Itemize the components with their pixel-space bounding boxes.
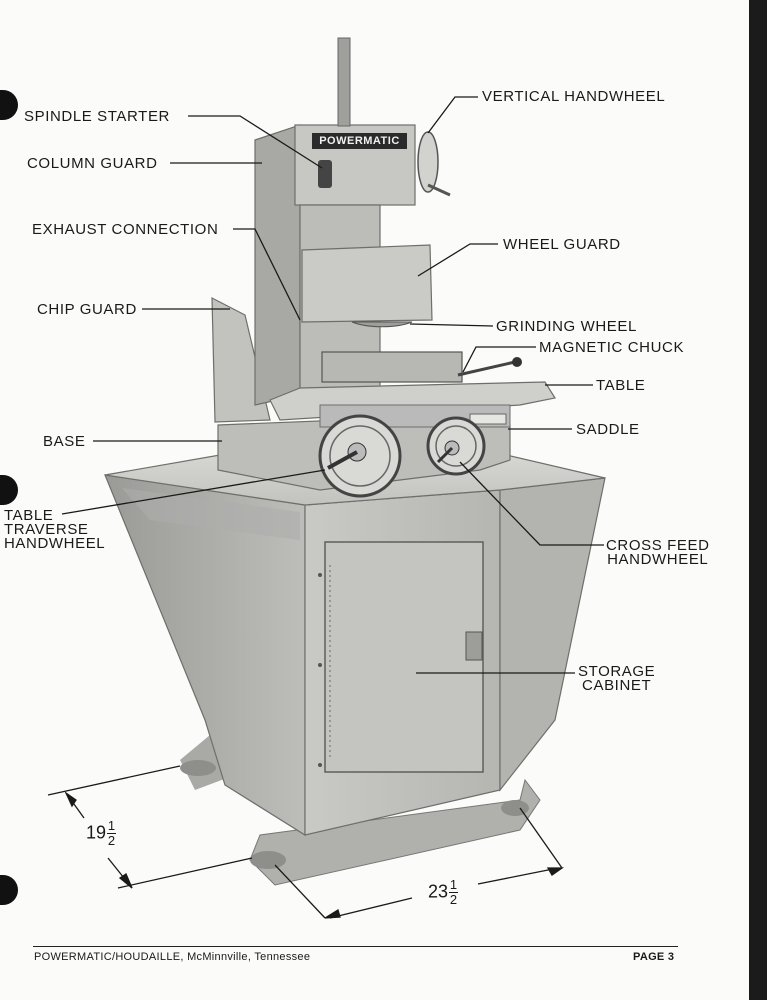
footer-publisher: POWERMATIC/HOUDAILLE, McMinnville, Tenne… [34, 951, 311, 963]
binder-hole-middle [0, 475, 18, 505]
wheel-guard [301, 244, 433, 323]
label-chip-guard: CHIP GUARD [37, 301, 137, 318]
storage-cabinet-door [324, 541, 484, 773]
spindle-starter-switch [318, 160, 332, 188]
dimension-length-denominator: 2 [449, 892, 458, 907]
dimension-width-denominator: 2 [107, 833, 116, 848]
label-magnetic-chuck: MAGNETIC CHUCK [539, 339, 685, 356]
label-vertical-handwheel: VERTICAL HANDWHEEL [482, 88, 666, 105]
label-cross-feed-handwheel: CROSS FEED HANDWHEEL [606, 537, 710, 568]
label-column-guard: COLUMN GUARD [27, 155, 158, 172]
page-edge [749, 0, 767, 1000]
label-wheel-guard: WHEEL GUARD [503, 236, 621, 253]
leader-lines [61, 96, 604, 674]
label-saddle: SADDLE [576, 421, 640, 438]
cabinet-door-latch [465, 631, 483, 661]
label-table: TABLE [596, 377, 646, 394]
label-table-traverse-handwheel: TABLE TRAVERSE HANDWHEEL [4, 507, 106, 552]
footer-rule [33, 946, 678, 947]
table-traverse-handwheel [318, 414, 402, 498]
label-spindle-starter: SPINDLE STARTER [24, 108, 170, 125]
dimension-width-whole: 19 [86, 822, 107, 843]
binder-hole-bottom [0, 875, 18, 905]
dimension-width-numerator: 1 [107, 818, 116, 833]
nameplate [312, 133, 407, 149]
base-feet [180, 735, 541, 886]
label-exhaust-connection: EXHAUST CONNECTION [32, 221, 219, 238]
machine-column [254, 37, 416, 406]
footer-page-number: PAGE 3 [633, 951, 675, 963]
dimension-length-numerator: 1 [449, 877, 458, 892]
nameplate-text: POWERMATIC [319, 135, 400, 147]
grinding-wheel [351, 321, 413, 328]
binder-hole-top [0, 90, 18, 120]
label-storage-cabinet: STORAGE CABINET [578, 663, 656, 694]
label-grinding-wheel: GRINDING WHEEL [496, 318, 637, 335]
dimension-lines [47, 765, 565, 919]
label-base: BASE [43, 433, 86, 450]
cabinet-stand [104, 449, 606, 837]
vertical-handwheel [417, 131, 451, 197]
dimension-length-whole: 23 [428, 881, 449, 902]
cross-feed-handwheel [426, 416, 486, 476]
